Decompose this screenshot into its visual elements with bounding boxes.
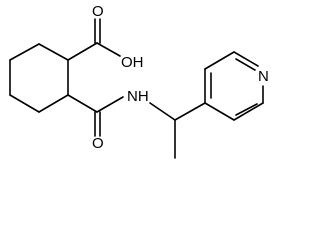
ring-bond [9,94,40,113]
amide-nitrogen-label: NH [127,88,149,105]
ring-bond [9,43,40,61]
ring-to-carboxyl-bond [67,42,98,61]
nh-to-ch-bond [149,102,176,121]
pyridine-nitrogen-label: N [258,68,269,85]
ch-to-pyridine-bond [174,102,206,121]
ring-to-amide-bond [67,94,98,113]
carboxyl-oxygen-label: O [92,3,104,20]
cyclohexane-ring [9,43,69,113]
ring-bond [38,43,69,61]
amide-oxygen-label: O [92,135,104,152]
ring-bond [233,102,264,121]
ring-bond [204,51,235,70]
carboxylic-acid-group: O OH [67,3,144,71]
chemical-structure-diagram: O OH O NH N [9,3,269,159]
hydroxyl-label: OH [121,54,144,71]
aromatic-double-bond [235,103,258,116]
ring-bond [38,94,69,113]
ring-bond [233,51,259,67]
ethyl-linker [149,102,206,159]
amide-cn-bond [96,96,124,113]
ring-bond [204,102,235,121]
amide-group: O NH [67,88,149,152]
pyridine-ring: N [204,51,269,121]
carboxyl-oh-bond [96,42,121,57]
aromatic-double-bond [235,58,256,71]
